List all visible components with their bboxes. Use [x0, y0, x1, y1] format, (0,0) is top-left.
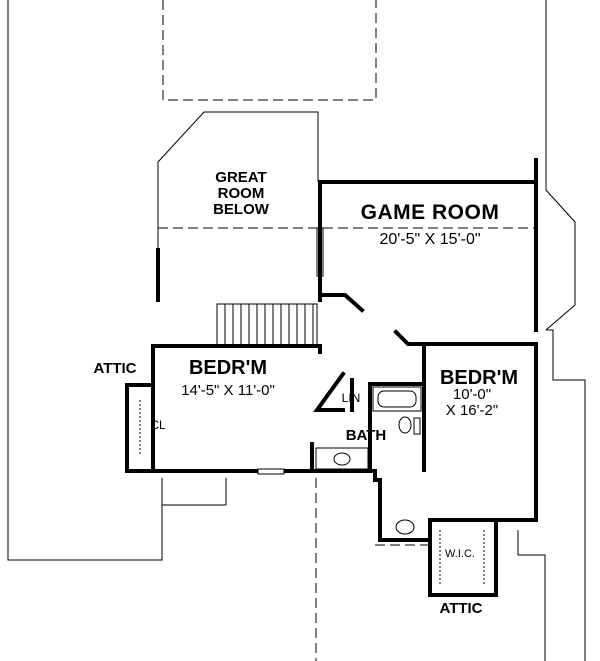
bedroom-left-dimensions: 14'-5" X 11'-0"	[181, 382, 275, 399]
great-room-outline	[157, 111, 319, 300]
attic-label-bottom: ATTIC	[439, 600, 483, 617]
great-room-line-2: ROOM	[217, 185, 265, 202]
great-room-line-1: GREAT	[215, 169, 267, 186]
bath-fixtures	[315, 386, 422, 535]
bedroom-right-dim-line-1: 10'-0"	[452, 386, 492, 403]
windows	[139, 400, 485, 585]
great-room-line-3: BELOW	[213, 201, 269, 218]
bedroom-left-name: BEDR'M	[188, 357, 268, 379]
great-room-label: GREAT ROOM BELOW	[196, 170, 286, 218]
game-room-dimensions: 20'-5" X 15'-0"	[379, 231, 481, 248]
attic-label-left: ATTIC	[93, 360, 137, 377]
linen-label: LIN	[341, 391, 361, 405]
bath-label: BATH	[345, 427, 387, 444]
closet-label: CL	[150, 418, 166, 432]
bedroom-right-name: BEDR'M	[439, 367, 519, 389]
roof-outline	[7, 0, 586, 661]
dashed-lines	[158, 0, 536, 661]
game-room-name: GAME ROOM	[360, 201, 500, 224]
bedroom-right-dim-line-2: X 16'-2"	[445, 402, 499, 419]
walk-in-closet-label: W.I.C.	[445, 548, 475, 560]
stairs	[216, 303, 318, 347]
walls	[125, 158, 538, 597]
